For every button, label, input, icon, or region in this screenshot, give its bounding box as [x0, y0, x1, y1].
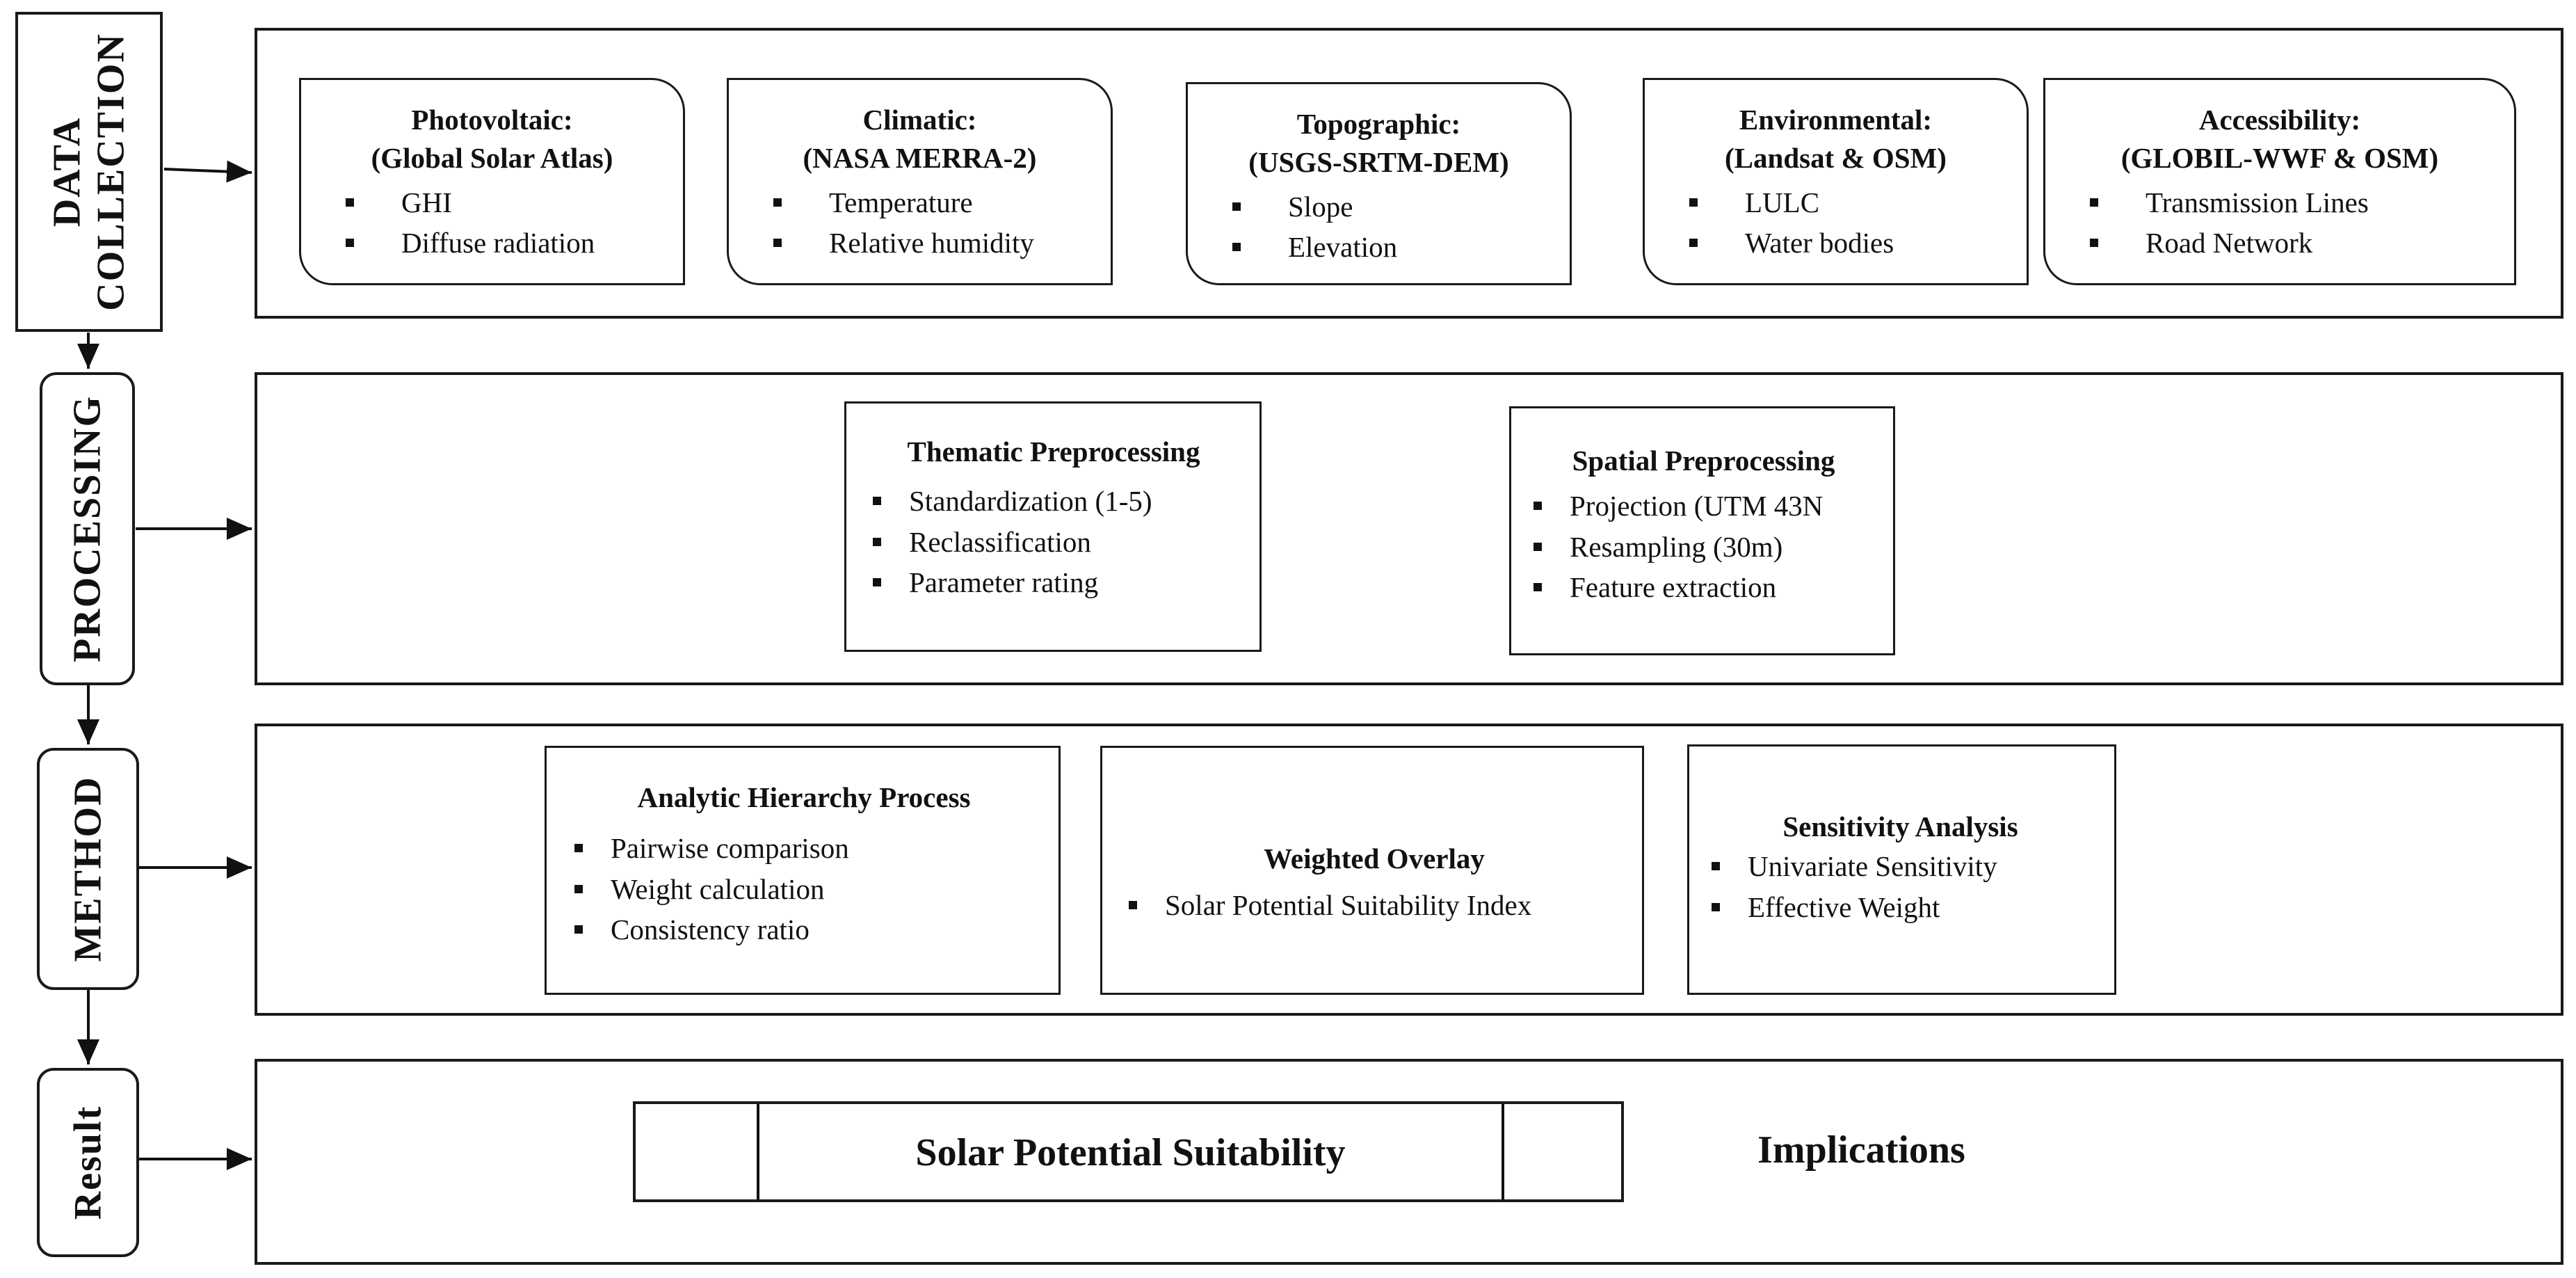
- list-item: Resampling (30m): [1521, 527, 1886, 567]
- box-items: Standardization (1-5) Reclassification P…: [860, 481, 1247, 602]
- list-item: Elevation: [1202, 227, 1556, 267]
- stage-label-data-collection: DATA COLLECTION: [45, 33, 132, 311]
- box-title: Sensitivity Analysis: [1782, 810, 2018, 842]
- list-item: Road Network: [2059, 223, 2500, 263]
- list-item: Univariate Sensitivity: [1699, 846, 2102, 886]
- stage-label-result: Result: [66, 1105, 110, 1220]
- stage-label-processing: PROCESSING: [65, 394, 109, 663]
- stage-result: Result: [37, 1068, 139, 1257]
- solar-potential-suitability-label: Solar Potential Suitability: [915, 1131, 1346, 1174]
- card-title: Climatic:: [862, 104, 977, 136]
- box-thematic-preprocessing: Thematic Preprocessing Standardization (…: [844, 401, 1262, 652]
- implications-label: Implications: [1757, 1128, 1965, 1172]
- box-title: Spatial Preprocessing: [1572, 445, 1835, 477]
- list-item: Pairwise comparison: [562, 828, 1046, 868]
- box-title: Analytic Hierarchy Process: [637, 781, 971, 813]
- box-items: Solar Potential Suitability Index: [1116, 885, 1632, 925]
- list-item: Consistency ratio: [562, 909, 1046, 950]
- box-items: Univariate Sensitivity Effective Weight: [1699, 846, 2102, 927]
- list-item: Reclassification: [860, 522, 1247, 562]
- card-title: Topographic:: [1296, 108, 1461, 140]
- box-title: Weighted Overlay: [1264, 842, 1485, 874]
- card-title: Environmental:: [1739, 104, 1933, 136]
- stage-processing: PROCESSING: [40, 372, 135, 685]
- box-items: Pairwise comparison Weight calculation C…: [562, 828, 1046, 950]
- card-items: Temperature Relative humidity: [743, 182, 1097, 263]
- list-item: LULC: [1659, 182, 2013, 223]
- list-item: Slope: [1202, 186, 1556, 227]
- list-item: Water bodies: [1659, 223, 2013, 263]
- box-analytic-hierarchy-process: Analytic Hierarchy Process Pairwise comp…: [545, 746, 1061, 995]
- card-photovoltaic: Photovoltaic: (Global Solar Atlas) GHI D…: [299, 78, 685, 285]
- stage-label-method: METHOD: [66, 776, 110, 962]
- card-topographic: Topographic: (USGS-SRTM-DEM) Slope Eleva…: [1186, 82, 1572, 285]
- list-item: Relative humidity: [743, 223, 1097, 263]
- card-title: Photovoltaic:: [411, 104, 573, 136]
- card-items: Transmission Lines Road Network: [2059, 182, 2500, 263]
- card-subtitle: (GLOBIL-WWF & OSM): [2120, 142, 2439, 175]
- arrow-data-collection: [163, 160, 252, 183]
- card-items: Slope Elevation: [1202, 186, 1556, 267]
- box-spatial-preprocessing: Spatial Preprocessing Projection (UTM 43…: [1509, 406, 1895, 655]
- result-suitability-box: Solar Potential Suitability: [633, 1101, 1624, 1202]
- box-title: Thematic Preprocessing: [907, 436, 1200, 468]
- card-climatic: Climatic: (NASA MERRA-2) Temperature Rel…: [727, 78, 1113, 285]
- list-item: Effective Weight: [1699, 887, 2102, 927]
- card-title: Accessibility:: [2198, 104, 2361, 136]
- panel-processing: [255, 372, 2563, 685]
- list-item: Weight calculation: [562, 869, 1046, 909]
- box-items: Projection (UTM 43N Resampling (30m) Fea…: [1521, 486, 1886, 607]
- stage-data-collection: DATA COLLECTION: [15, 12, 163, 332]
- card-subtitle: (USGS-SRTM-DEM): [1248, 146, 1509, 179]
- card-items: GHI Diffuse radiation: [315, 182, 669, 263]
- card-subtitle: (Global Solar Atlas): [371, 142, 613, 175]
- result-box-divider-right: [1502, 1104, 1504, 1199]
- list-item: Diffuse radiation: [315, 223, 669, 263]
- stage-label-line-2: COLLECTION: [89, 33, 132, 311]
- list-item: Feature extraction: [1521, 567, 1886, 607]
- card-subtitle: (NASA MERRA-2): [803, 142, 1037, 175]
- card-accessibility: Accessibility: (GLOBIL-WWF & OSM) Transm…: [2043, 78, 2516, 285]
- list-item: Solar Potential Suitability Index: [1116, 885, 1632, 925]
- list-item: Standardization (1-5): [860, 481, 1247, 521]
- list-item: Projection (UTM 43N: [1521, 486, 1886, 526]
- result-box-divider-left: [757, 1104, 759, 1199]
- list-item: Parameter rating: [860, 562, 1247, 602]
- list-item: GHI: [315, 182, 669, 223]
- card-environmental: Environmental: (Landsat & OSM) LULC Wate…: [1643, 78, 2029, 285]
- box-weighted-overlay: Weighted Overlay Solar Potential Suitabi…: [1100, 746, 1644, 995]
- card-subtitle: (Landsat & OSM): [1725, 142, 1947, 175]
- box-sensitivity-analysis: Sensitivity Analysis Univariate Sensitiv…: [1687, 744, 2116, 995]
- card-items: LULC Water bodies: [1659, 182, 2013, 263]
- stage-method: METHOD: [37, 748, 139, 990]
- list-item: Transmission Lines: [2059, 182, 2500, 223]
- list-item: Temperature: [743, 182, 1097, 223]
- stage-label-line-1: DATA: [45, 116, 89, 227]
